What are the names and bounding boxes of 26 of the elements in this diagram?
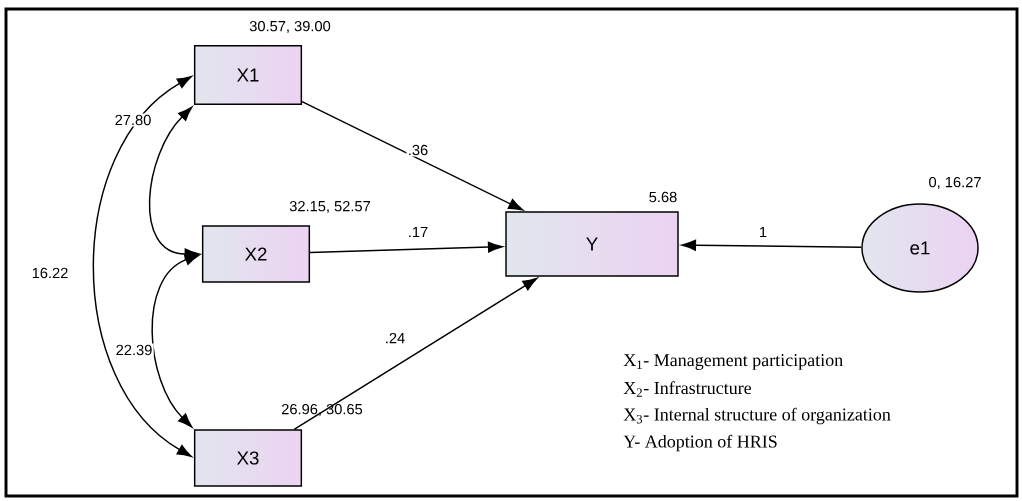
edge-label: 22.39	[116, 344, 152, 356]
estimate-label: 26.96, 30.65	[281, 403, 363, 417]
path-arrow	[301, 100, 524, 211]
variable-box: X1	[193, 44, 303, 106]
path-arrow	[293, 277, 538, 430]
legend-note: X$_{3}$- Internal structure of organization	[623, 407, 891, 425]
path-arrow	[681, 239, 862, 251]
estimate-label: 30.57, 39.00	[249, 20, 331, 34]
estimate-label: 0, 16.27	[929, 176, 981, 190]
covariance-arrow	[92, 75, 192, 458]
estimate-label: 32.15, 52.57	[289, 200, 371, 214]
edge-label: 1	[760, 226, 767, 238]
edge-label: 16.22	[32, 267, 68, 279]
estimate-label: 5.68	[649, 191, 677, 203]
legend-note: X$_{2}$- Infrastructure	[623, 381, 752, 397]
edge-label: .36	[409, 144, 428, 156]
edge-label: .17	[409, 226, 428, 238]
edge-label: .24	[386, 332, 405, 344]
variable-box: X3	[193, 429, 303, 487]
edge-label: 27.80	[115, 114, 151, 126]
legend-note: Y- Adoption of HRIS	[623, 434, 777, 452]
legend-note: X$_{1}$- Management participation	[623, 354, 843, 370]
covariance-arrow	[151, 254, 200, 428]
path-arrow	[309, 241, 503, 254]
variable-box: Y	[505, 211, 679, 277]
variable-box: X2	[201, 225, 311, 283]
